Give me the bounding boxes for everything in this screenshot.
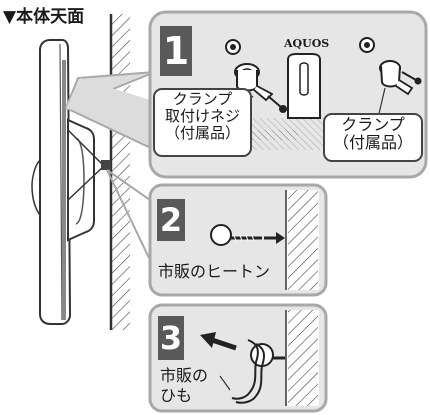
step-1-badge: 1 (160, 26, 192, 76)
eye-screw-icon (210, 224, 262, 246)
callout-clamp-line2: （付属品） (332, 132, 413, 152)
callout-clamp-line1: クランプ (341, 115, 405, 134)
panel-step-2 (106, 169, 328, 297)
arrow-right-icon (264, 232, 285, 244)
clamp-icon-right (379, 60, 422, 96)
eye-screw-with-string-icon (231, 339, 285, 404)
screw-icon-right (359, 37, 375, 53)
callout-clamp: クランプ （付属品） (323, 113, 423, 162)
main-wall (109, 14, 130, 330)
callout-clamp-screw: クランプ 取付けネジ （付属品） (153, 88, 252, 157)
aquos-logo-text: AQUOS (284, 37, 330, 50)
heading-tv-top: ▼本体天面 (3, 7, 85, 27)
callout-clamp-screw-line1: クランプ (172, 90, 233, 108)
panel-step-3 (148, 303, 328, 413)
tv-side-view (31, 39, 95, 325)
clamp-icon-left (234, 63, 274, 102)
mounting-bracket-icon (287, 53, 321, 119)
label-string-line2: ひも (160, 386, 193, 405)
label-string-line1: 市販の (160, 366, 209, 385)
arrow-left-icon (200, 332, 237, 351)
label-hook: 市販のヒートン (158, 262, 271, 281)
screw-icon-left-bottom (267, 95, 287, 113)
step-2-badge: 2 (157, 199, 185, 241)
screw-icon-left (225, 39, 241, 55)
step-3-badge: 3 (158, 316, 184, 360)
zoom-callout-wedge (65, 71, 156, 151)
wall-string (67, 129, 111, 201)
callout-clamp-screw-line3: （付属品） (164, 123, 240, 142)
callout-clamp-screw-line2: 取付けネジ (164, 106, 240, 125)
